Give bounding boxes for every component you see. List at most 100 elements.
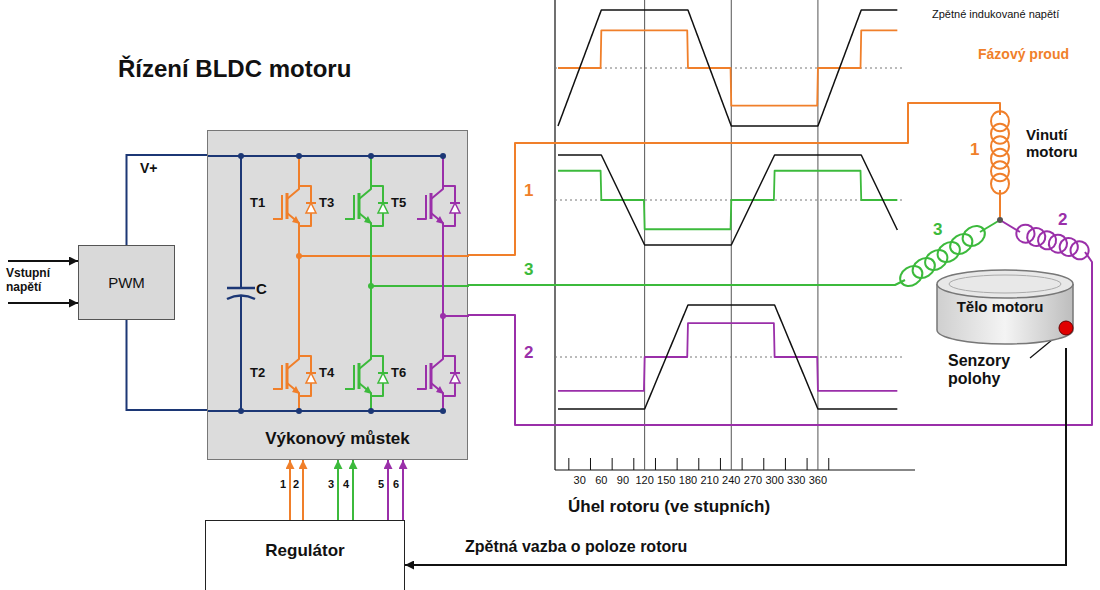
diode-bar: [306, 372, 316, 374]
diode-lead: [371, 213, 383, 226]
diode-lead: [443, 213, 455, 226]
leg-wire: [442, 156, 444, 181]
node-text: PWM: [108, 274, 145, 291]
junction-dot: [440, 313, 446, 319]
tick-mark: [807, 458, 808, 470]
gate-signal-arrow: [352, 460, 354, 520]
coil-turn: [991, 111, 1009, 131]
tick-mark: [568, 458, 569, 470]
diode-lead: [443, 383, 455, 396]
supply-wire: [127, 320, 208, 410]
edge-label: 2: [293, 478, 299, 491]
diode-lead: [443, 186, 455, 203]
phase-number: 3: [524, 260, 533, 280]
igbt-collector: [431, 181, 443, 199]
coil-turn: [896, 262, 926, 290]
sensor-label: Senzory polohy: [948, 352, 1048, 389]
capacitor-lead: [240, 156, 242, 288]
tick-label: 150: [657, 474, 675, 487]
junction-dot: [296, 253, 302, 259]
input-label: Vstupní napětí: [6, 267, 76, 295]
tick-label: 120: [635, 474, 653, 487]
tick-label: 300: [765, 474, 783, 487]
diode-symbol: [306, 203, 316, 213]
coil-turn: [1047, 232, 1070, 255]
component-label: T2: [250, 366, 265, 381]
igbt-emitter: [431, 213, 443, 231]
cylinder-top: [937, 270, 1073, 298]
back-emf-trace: [558, 155, 897, 245]
junction-dot: [296, 408, 302, 414]
capacitor-lead: [240, 296, 242, 411]
baseline: [555, 357, 905, 358]
leg-wire: [298, 231, 300, 351]
diode-bar: [450, 372, 460, 374]
coil-turn: [1025, 226, 1048, 249]
phase-current-trace: [558, 30, 897, 105]
diode-symbol: [378, 203, 388, 213]
diode-lead: [371, 186, 383, 203]
tick-label: 210: [700, 474, 718, 487]
winding-lead: [999, 190, 1001, 220]
phase-current-trace: [558, 171, 897, 230]
igbt-arrow: [292, 386, 300, 394]
tick-mark: [785, 458, 786, 470]
graph-axis: [554, 0, 555, 470]
diode-symbol: [378, 373, 388, 383]
igbt-collector: [431, 351, 443, 369]
trace-label: Fázový proud: [978, 46, 1069, 62]
tick-label: 180: [679, 474, 697, 487]
local-frame: [208, 153, 469, 414]
tick-mark: [655, 458, 656, 470]
edge-label: 4: [343, 478, 349, 491]
component-label: T4: [319, 366, 334, 381]
junction-dot: [440, 153, 446, 159]
igbt-arrow: [364, 216, 372, 224]
igbt-arrow: [436, 386, 444, 394]
graph-axis: [555, 469, 915, 470]
tick-mark: [698, 458, 699, 470]
igbt-gate: [273, 365, 282, 389]
igbt-gate: [345, 195, 354, 219]
coil-turn: [991, 136, 1009, 156]
edge-label: 6: [393, 478, 399, 491]
component-label: T6: [391, 366, 406, 381]
phase-number: 2: [524, 343, 533, 363]
coil-turn: [909, 254, 939, 282]
back-emf-trace: [558, 10, 897, 126]
capacitor-plate: [227, 287, 255, 290]
igbt-collector: [359, 181, 371, 199]
diode-symbol: [450, 203, 460, 213]
coil-turn: [1014, 222, 1037, 245]
junction-dot: [440, 408, 446, 414]
diode-lead: [371, 356, 383, 373]
coil-turn: [991, 149, 1009, 169]
tick-mark: [677, 458, 678, 470]
gate-signal-arrow: [402, 460, 404, 520]
gate-signal-arrow: [302, 460, 304, 520]
tick-label: 270: [744, 474, 762, 487]
cylinder-rim: [949, 275, 1061, 293]
junction-dot: [368, 283, 374, 289]
winding-lead: [980, 220, 1000, 232]
coil-turn: [934, 238, 964, 266]
tick-label: 90: [617, 474, 629, 487]
tick-mark: [828, 458, 829, 470]
leg-wire: [298, 156, 300, 181]
back-emf-trace: [558, 305, 897, 409]
tick-label: 330: [787, 474, 805, 487]
bridge-circuit: [207, 130, 468, 460]
phase-tap: [443, 315, 469, 317]
leg-wire: [370, 231, 372, 351]
diode-symbol: [306, 373, 316, 383]
edge-label: Zpětná vazba o poloze rotoru: [465, 538, 687, 556]
phase-number: 1: [524, 181, 533, 201]
igbt-emitter: [287, 213, 299, 231]
tick-label: 240: [722, 474, 740, 487]
igbt-emitter: [359, 213, 371, 231]
tick-mark: [633, 458, 634, 470]
position-sensor: [1059, 321, 1073, 335]
igbt-collector: [359, 351, 371, 369]
coil-turn: [1068, 239, 1091, 262]
